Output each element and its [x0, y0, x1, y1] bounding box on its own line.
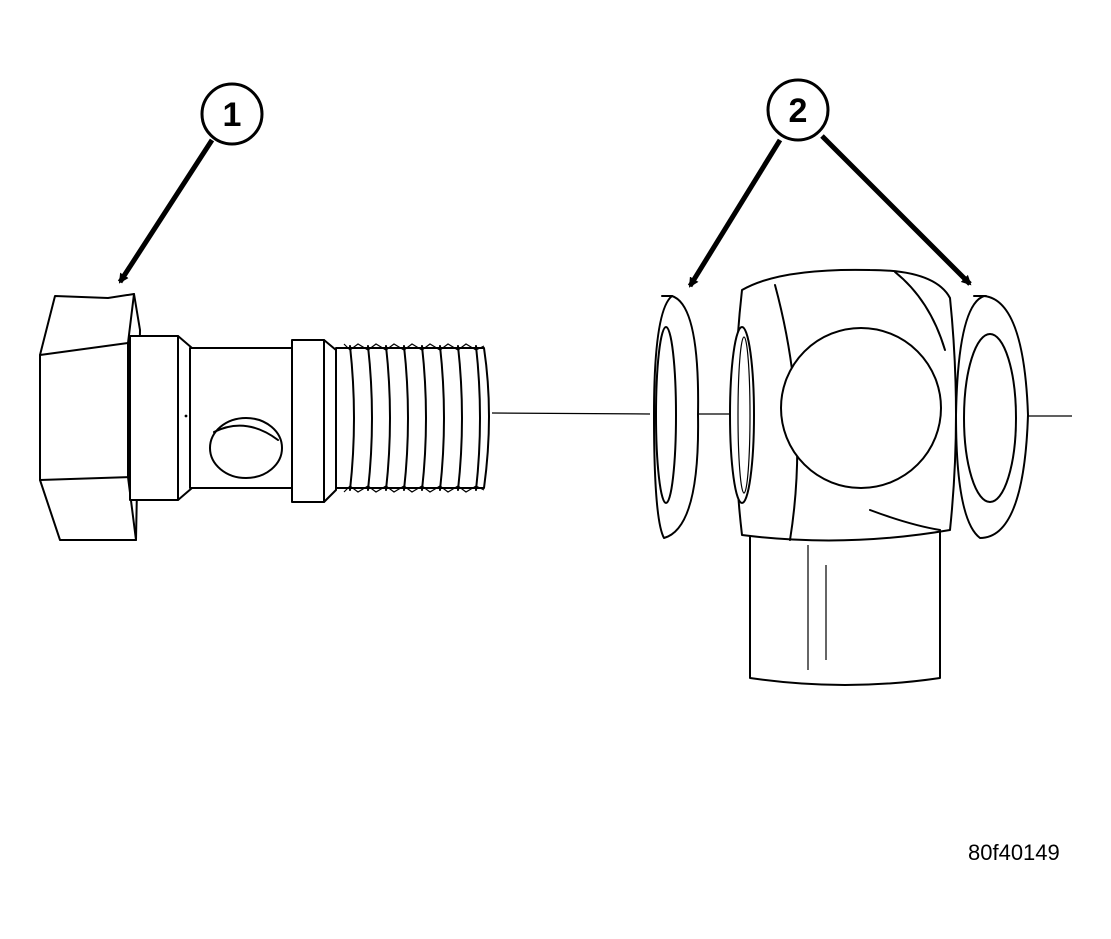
fitting-center-bore: [780, 327, 942, 489]
banjo-fitting: [729, 268, 957, 686]
banjo-bolt: [39, 293, 490, 541]
cross-hole: [209, 417, 283, 479]
leader-arrow-2a: [687, 138, 783, 288]
callout-1: 1: [117, 82, 264, 284]
leader-arrow-1: [117, 138, 215, 284]
callout-circle-2: [766, 78, 830, 142]
callout-label-1: 1: [223, 96, 242, 134]
sealing-washer-left: [653, 295, 700, 539]
callout-label-2: 2: [789, 92, 808, 130]
figure-id: 80f40149: [968, 840, 1060, 865]
callout-circle-1: [200, 82, 264, 146]
leader-arrow-2b: [820, 134, 972, 286]
sealing-washer-right: [955, 295, 1029, 539]
callout-2: 2: [687, 78, 972, 288]
